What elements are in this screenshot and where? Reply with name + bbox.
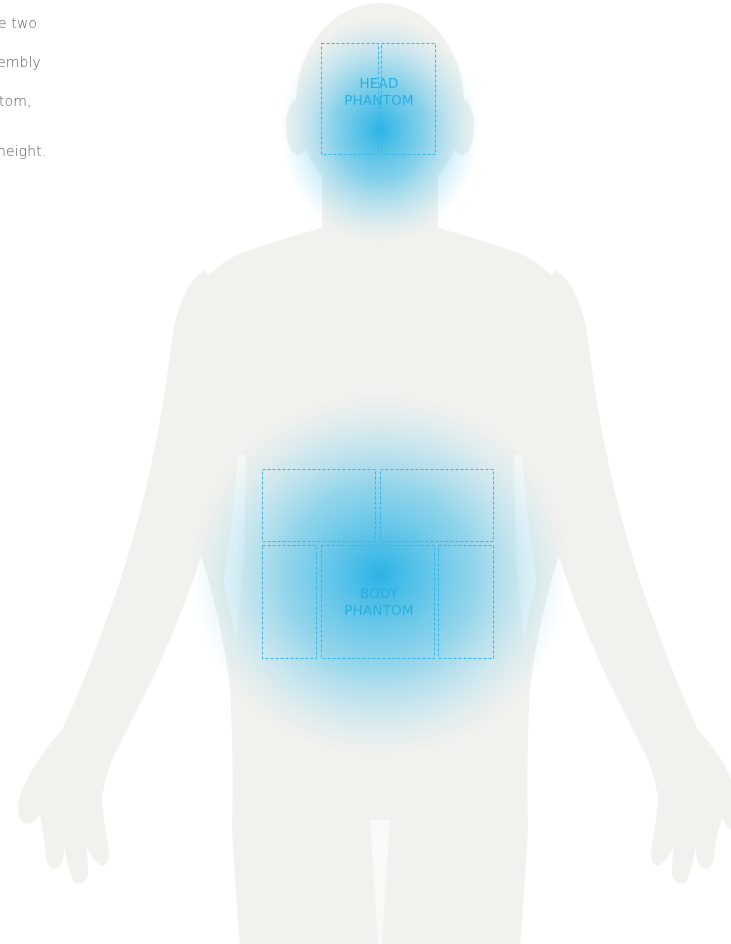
body-phantom-label-line-2: PHANTOM bbox=[322, 603, 436, 620]
head-phantom-label-line-2: PHANTOM bbox=[322, 93, 436, 110]
head-phantom-label-line-1: HEAD bbox=[322, 76, 436, 93]
intro-text-line-3: tom, bbox=[0, 94, 32, 110]
head-phantom-label: HEAD PHANTOM bbox=[322, 76, 436, 110]
intro-text-line-1: e two bbox=[0, 16, 37, 32]
body-glow bbox=[190, 395, 570, 755]
head-glow bbox=[280, 18, 480, 242]
intro-text-line-2: embly bbox=[0, 55, 41, 71]
body-phantom-label: BODY PHANTOM bbox=[322, 586, 436, 620]
intro-text-line-4: height. bbox=[0, 144, 46, 160]
body-phantom-label-line-1: BODY bbox=[322, 586, 436, 603]
